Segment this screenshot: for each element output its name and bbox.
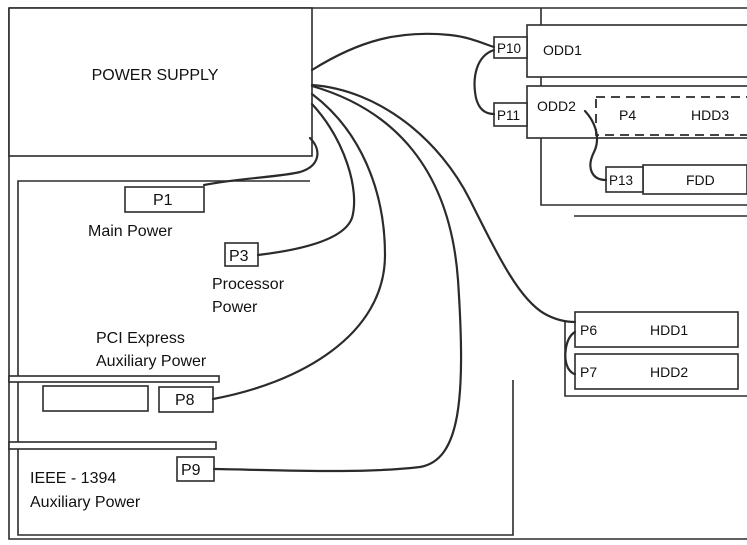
hdd1-label: HDD1 xyxy=(650,322,688,338)
pci-express-slot xyxy=(8,375,220,412)
cable-p10-p11 xyxy=(473,48,496,116)
p3-caption-line1: Processor xyxy=(212,276,285,293)
p3-caption-line2: Power xyxy=(212,299,258,316)
cable-p6-p7 xyxy=(564,330,577,376)
p8-caption-line1: PCI Express xyxy=(96,330,185,347)
motherboard-outline xyxy=(17,180,514,536)
p13-connector: P13 xyxy=(605,166,644,193)
p9-connector: P9 xyxy=(176,456,215,482)
p8-label: P8 xyxy=(175,392,195,409)
p10-label: P10 xyxy=(497,41,521,56)
p8-connector: P8 xyxy=(158,386,214,413)
power-supply-label: POWER SUPPLY xyxy=(92,67,219,84)
cable-p9 xyxy=(212,84,463,473)
p8-caption-line2: Auxiliary Power xyxy=(96,353,207,370)
p13-label: P13 xyxy=(609,173,633,188)
fdd-label: FDD xyxy=(686,172,715,188)
p1-label: P1 xyxy=(153,192,173,209)
hdd2-label: HDD2 xyxy=(650,364,688,380)
hdd3-label: HDD3 xyxy=(691,107,729,123)
fdd-drive: FDD xyxy=(642,164,747,195)
ieee1394-slot xyxy=(8,441,217,450)
odd1-drive: ODD1 xyxy=(526,24,747,78)
hdd2-drive: P7 HDD2 xyxy=(574,353,739,390)
hdd1-drive: P6 HDD1 xyxy=(574,311,739,348)
hdd-bay xyxy=(564,322,747,397)
cable-p1 xyxy=(202,136,319,187)
p6-label: P6 xyxy=(580,322,597,338)
hdd3-drive: P4 HDD3 xyxy=(595,96,747,136)
odd2-label: ODD2 xyxy=(537,98,576,114)
p3-connector: P3 xyxy=(224,242,259,267)
p9-label: P9 xyxy=(181,462,201,479)
odd1-label: ODD1 xyxy=(543,42,582,58)
power-supply: POWER SUPPLY xyxy=(8,7,313,157)
odd2-drive: ODD2 xyxy=(526,85,747,139)
power-cables xyxy=(202,32,608,473)
p11-connector: P11 xyxy=(493,102,528,127)
p7-label: P7 xyxy=(580,364,597,380)
p1-caption: Main Power xyxy=(88,223,173,240)
p9-caption-line1: IEEE - 1394 xyxy=(30,470,116,487)
p9-caption-line2: Auxiliary Power xyxy=(30,494,141,511)
p4-label: P4 xyxy=(619,107,636,123)
cable-p3 xyxy=(256,102,356,257)
p1-connector: P1 xyxy=(124,186,205,213)
cable-p8 xyxy=(211,92,387,401)
p11-label: P11 xyxy=(497,108,520,123)
p3-label: P3 xyxy=(229,248,249,265)
p10-connector: P10 xyxy=(493,36,528,59)
cable-p11-p13 xyxy=(583,109,608,182)
cable-p10 xyxy=(310,32,496,72)
cable-p6 xyxy=(310,83,577,324)
